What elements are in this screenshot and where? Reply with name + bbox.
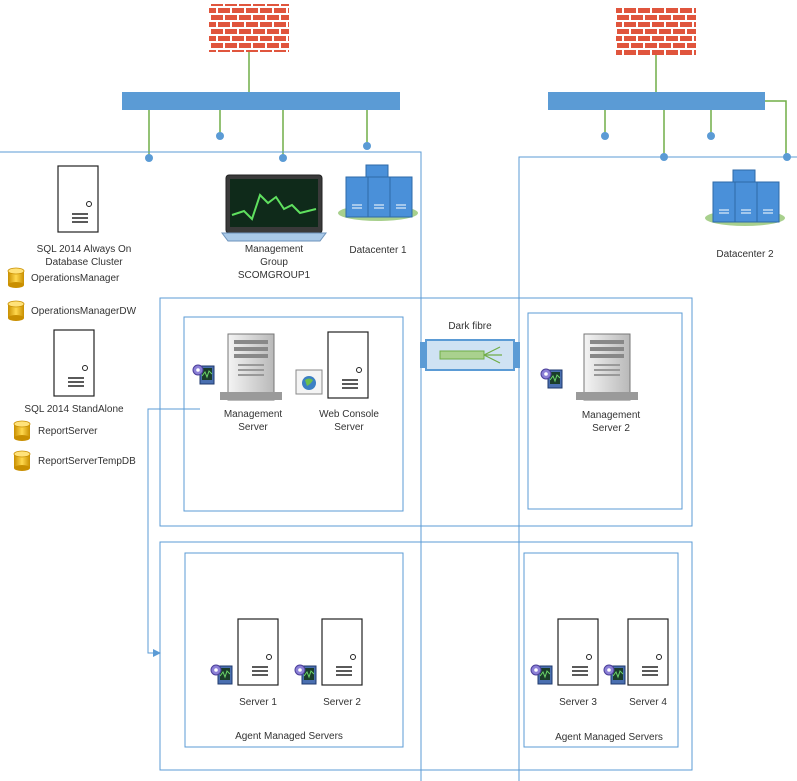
management-group-label-line3: SCOMGROUP1	[237, 270, 311, 281]
server-4-label: Server 4	[629, 697, 667, 708]
network-bar-dc1	[122, 92, 400, 110]
management-to-agent-connector	[147, 408, 200, 657]
management-server-gear-icon	[192, 364, 215, 385]
firewall-uplinks	[248, 52, 657, 92]
sql-cluster-server-icon	[57, 165, 99, 233]
database-operationsmanager-icon	[7, 267, 25, 289]
server-3-icon	[557, 618, 599, 686]
server-3-gear-icon	[530, 664, 553, 685]
dark-fibre-label: Dark fibre	[448, 321, 492, 332]
web-console-globe-icon	[295, 369, 323, 395]
agent-managed-servers-1-label: Agent Managed Servers	[235, 731, 343, 742]
management-server-label: Management Server	[208, 408, 298, 434]
management-group-label-line2: Group	[260, 257, 288, 268]
agent-servers-zone	[159, 541, 693, 771]
management-server-label-line1: Management	[223, 409, 283, 420]
server-4-gear-icon	[603, 664, 626, 685]
sql-cluster-label: SQL 2014 Always On Database Cluster	[14, 243, 154, 269]
database-reportserver-icon	[13, 420, 31, 442]
management-group-label: Management Group SCOMGROUP1	[224, 243, 324, 282]
web-console-server-icon	[327, 331, 369, 399]
sql-standalone-server-icon	[53, 329, 95, 397]
server-1-gear-icon	[210, 664, 233, 685]
database-operationsmanagerdw-icon	[7, 300, 25, 322]
dc1-management-box	[183, 316, 404, 512]
sql-cluster-label-line2: Database Cluster	[45, 257, 123, 268]
database-reportservertempdb-icon	[13, 450, 31, 472]
server-4-icon	[627, 618, 669, 686]
web-console-label: Web Console Server	[304, 408, 394, 434]
datacenter-1-icon	[337, 164, 419, 222]
datacenter-2-boundary	[518, 156, 797, 781]
dc1-agent-box	[184, 552, 404, 748]
server-1-label: Server 1	[239, 697, 277, 708]
datacenter-1-boundary	[0, 151, 422, 781]
datacenter-2-label: Datacenter 2	[716, 249, 774, 260]
sql-standalone-label: SQL 2014 StandAlone	[24, 404, 124, 415]
db-operationsmanager-label: OperationsManager	[31, 273, 120, 284]
sql-cluster-label-line1: SQL 2014 Always On	[36, 244, 132, 255]
server-2-label: Server 2	[323, 697, 361, 708]
agent-managed-servers-2-label: Agent Managed Servers	[555, 732, 663, 743]
firewall-1-icon	[209, 4, 289, 52]
server-1-icon	[237, 618, 279, 686]
datacenter-2-icon	[704, 169, 786, 227]
dc2-management-box	[527, 312, 683, 510]
datacenter-1-label: Datacenter 1	[349, 245, 407, 256]
management-server-2-label-line2: Server 2	[592, 423, 630, 434]
management-server-2-label: Management Server 2	[566, 409, 656, 435]
server-2-gear-icon	[294, 664, 317, 685]
management-server-tower-icon	[219, 333, 283, 401]
db-operationsmanagerdw-label: OperationsManagerDW	[31, 306, 137, 317]
management-server-label-line2: Server	[238, 422, 268, 433]
dc2-agent-box	[523, 552, 679, 748]
web-console-label-line1: Web Console	[319, 409, 379, 420]
network-drops-dc1	[145, 110, 371, 162]
network-bar-dc2	[548, 92, 765, 110]
server-2-icon	[321, 618, 363, 686]
management-group-monitor-icon	[221, 174, 327, 242]
management-servers-zone	[159, 297, 693, 527]
management-server-2-gear-icon	[540, 368, 563, 389]
web-console-label-line2: Server	[334, 422, 364, 433]
firewall-2-icon	[616, 8, 696, 55]
server-3-label: Server 3	[559, 697, 597, 708]
management-group-label-line1: Management	[244, 244, 304, 255]
dark-fibre-link	[420, 339, 520, 371]
management-server-2-tower-icon	[575, 333, 639, 401]
db-reportserver-label: ReportServer	[38, 426, 98, 437]
management-server-2-label-line1: Management	[581, 410, 641, 421]
db-reportservertempdb-label: ReportServerTempDB	[38, 456, 136, 467]
